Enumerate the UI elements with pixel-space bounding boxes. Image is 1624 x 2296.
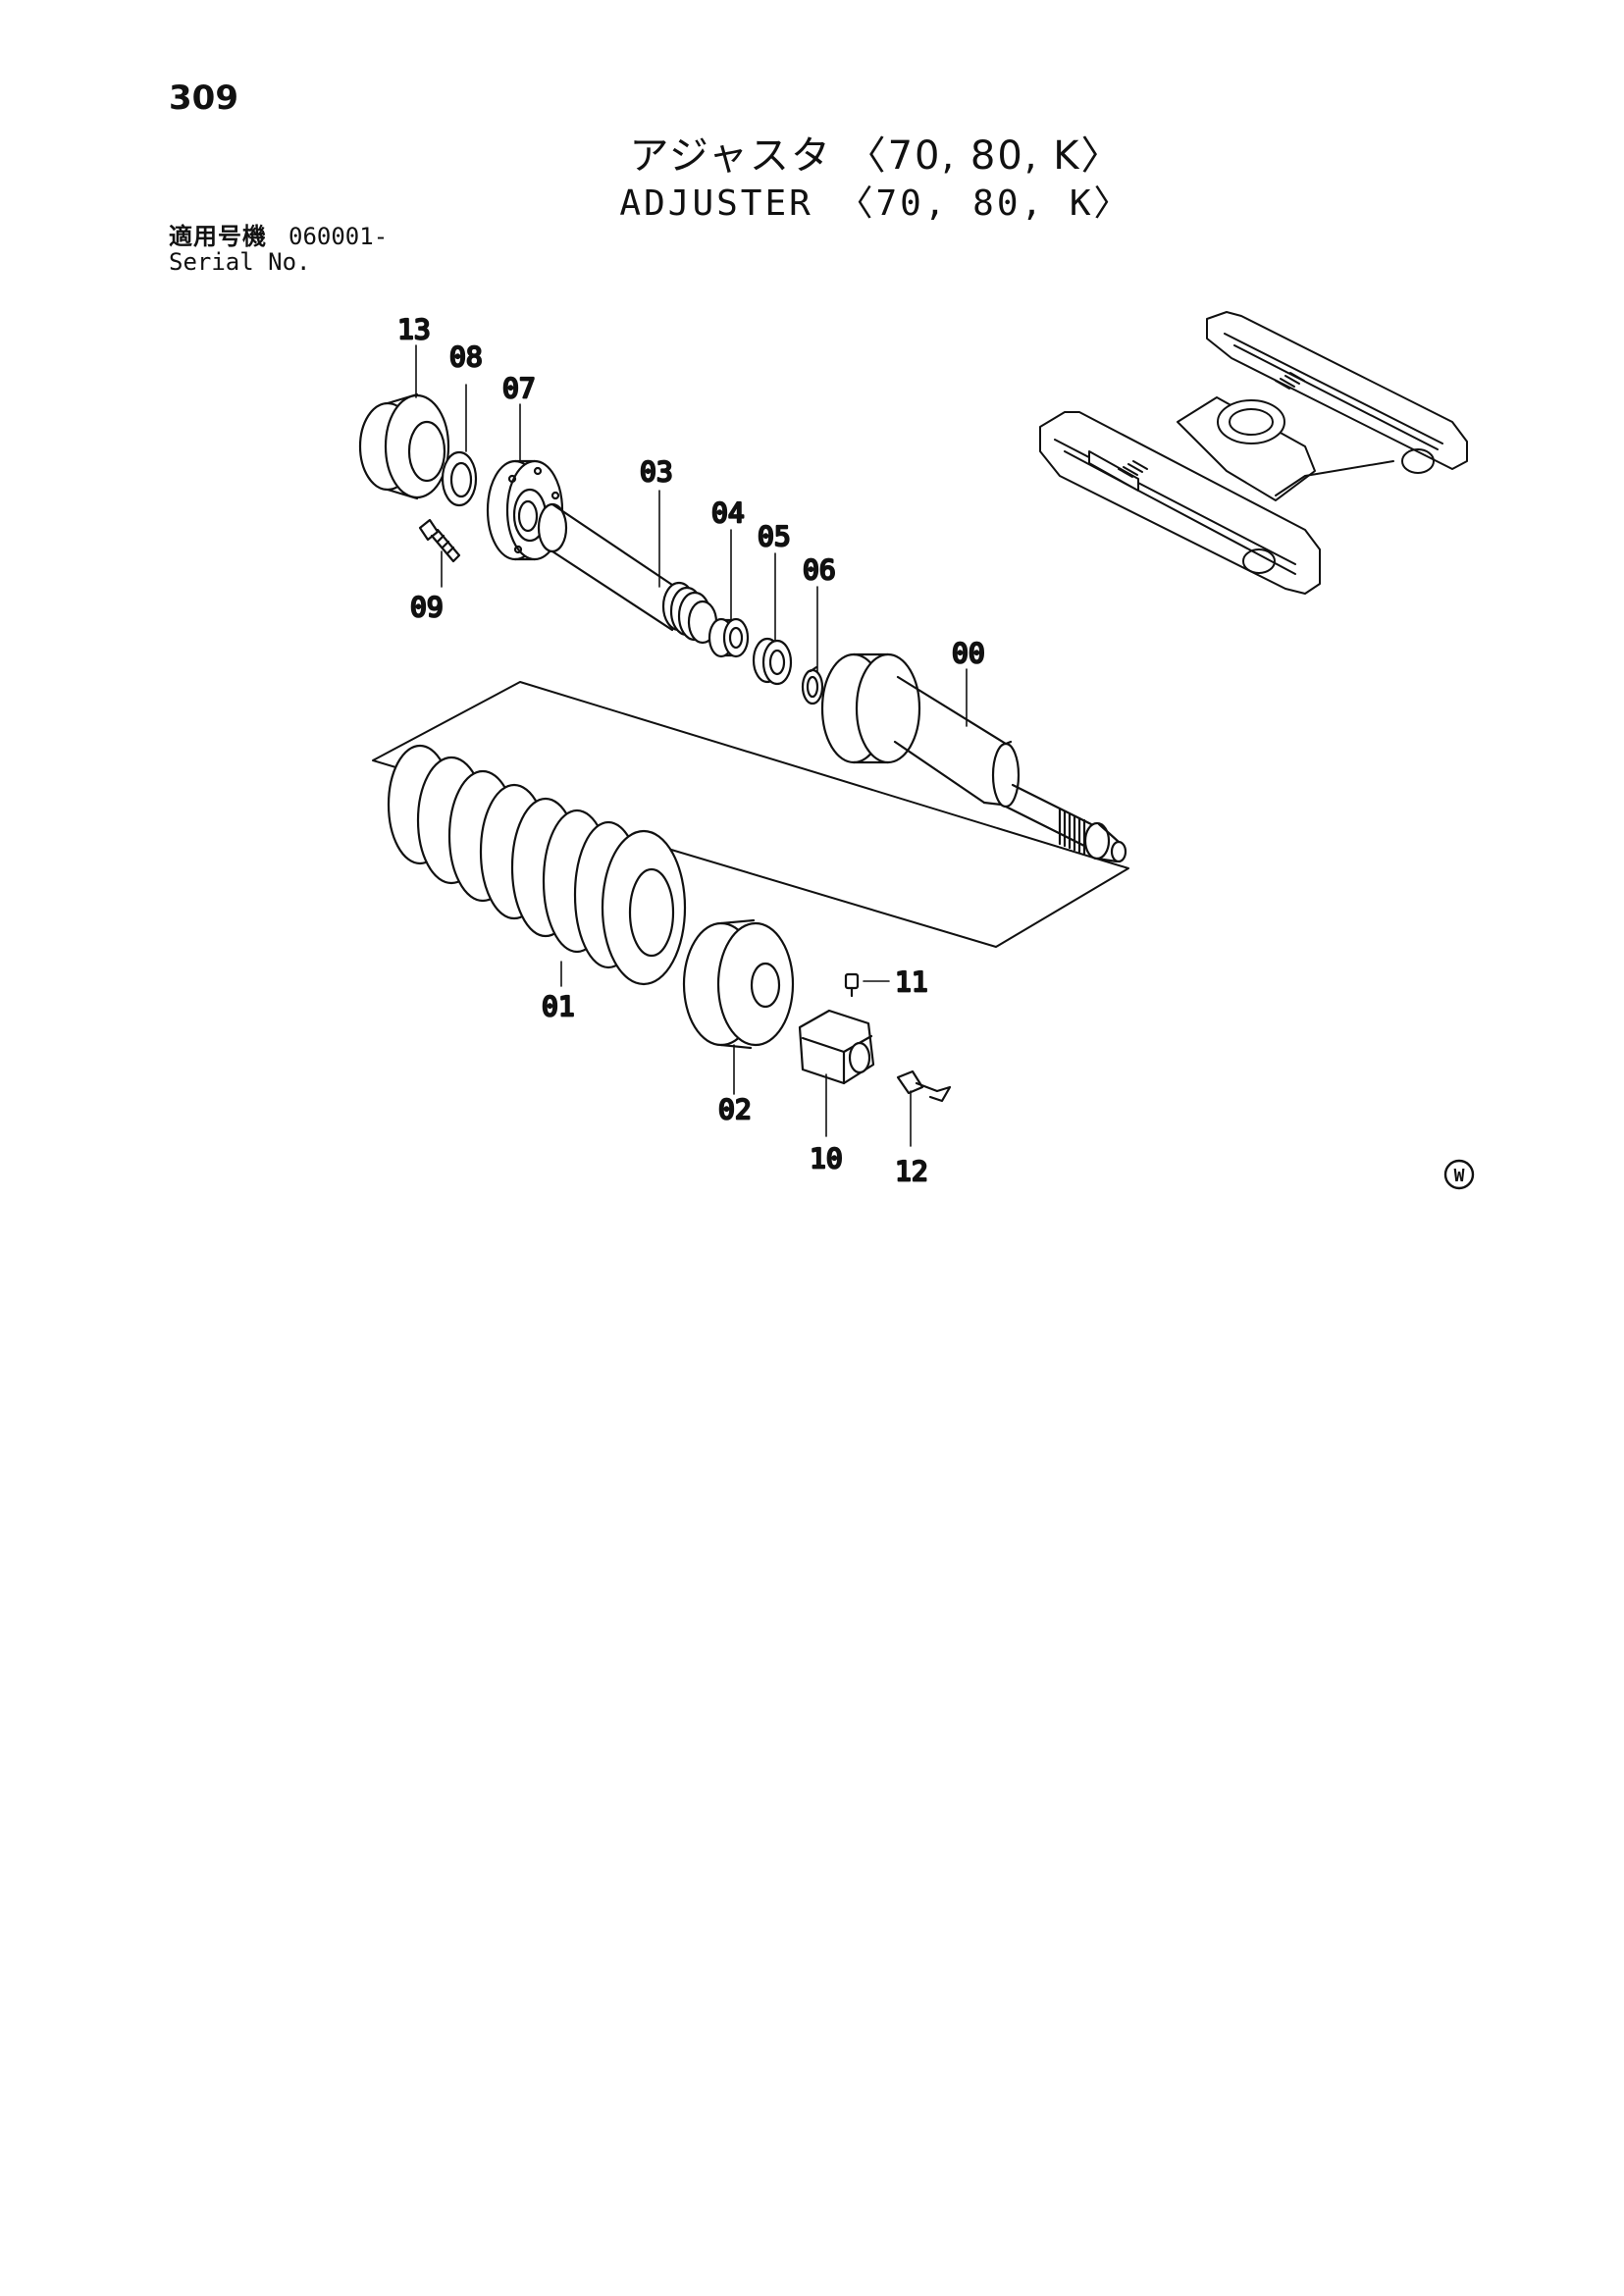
label-13: 13 [397, 313, 431, 345]
serial-value: 060001- [288, 223, 389, 250]
serial-block: 適用号機 060001- Serial No. [169, 224, 388, 275]
label-05: 05 [758, 520, 791, 552]
part-00-cylinder [820, 652, 1127, 863]
part-13-cap [358, 392, 450, 500]
label-08: 08 [449, 340, 483, 373]
part-02-seat [682, 918, 795, 1050]
w-mark: W [1443, 1159, 1475, 1190]
part-06-snap-ring [801, 665, 824, 705]
part-08-seal [441, 450, 478, 507]
group-outline [372, 681, 1129, 948]
part-09-bolt [418, 518, 461, 563]
label-11: 11 [895, 965, 928, 998]
part-05-seal [752, 637, 793, 686]
serial-label-en: Serial No. [169, 248, 311, 276]
label-01: 01 [542, 990, 575, 1022]
label-10: 10 [810, 1142, 843, 1174]
label-03: 03 [640, 455, 673, 488]
part-04-bushing [707, 617, 750, 658]
leader-lines [415, 344, 968, 1147]
label-00: 00 [952, 637, 985, 669]
label-12: 12 [895, 1155, 928, 1187]
label-09: 09 [410, 591, 444, 623]
label-06: 06 [803, 553, 836, 586]
label-04: 04 [711, 496, 745, 529]
label-07: 07 [502, 372, 536, 404]
label-02: 02 [718, 1093, 752, 1125]
title-japanese: アジャスタ 〈70, 80, K〉 [629, 133, 1123, 179]
part-01-spring [387, 744, 687, 986]
part-10-block [798, 1009, 875, 1085]
page-number: 309 [169, 78, 238, 118]
w-mark-letter: W [1454, 1166, 1465, 1186]
title-english: ADJUSTER 〈70, 80, K〉 [619, 183, 1132, 224]
part-12-valve [896, 1070, 952, 1103]
inset-track-frame [1039, 311, 1468, 595]
serial-label-jp: 適用号機 [169, 223, 267, 250]
part-03-rod [537, 502, 718, 645]
part-11-plug [844, 972, 860, 998]
